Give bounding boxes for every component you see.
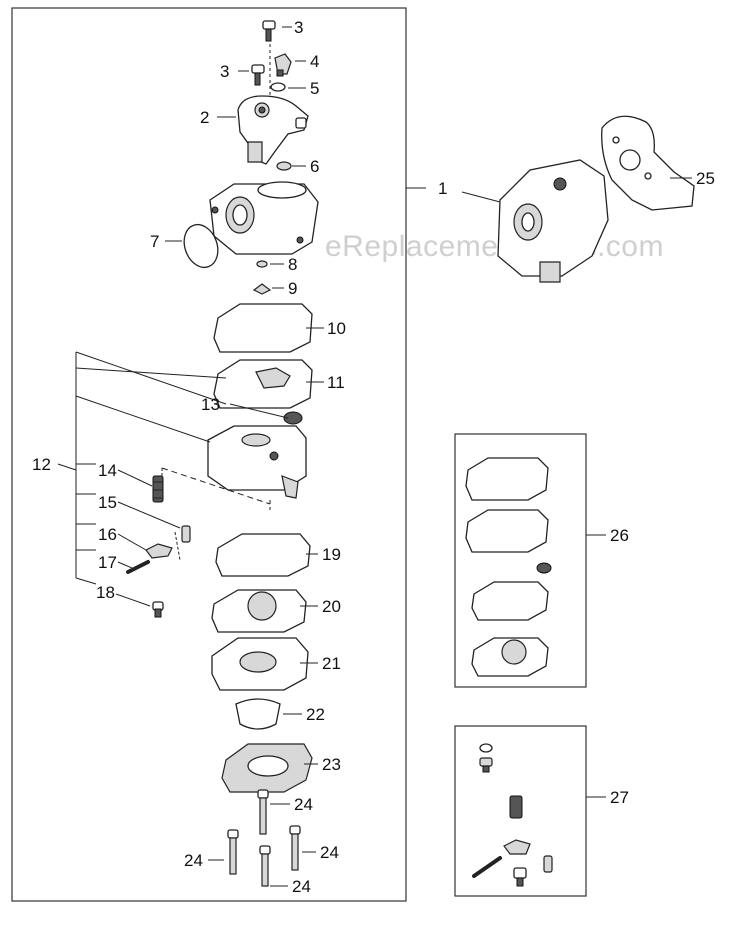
callout-4: 4 [310, 52, 319, 71]
part-cover-2 [237, 95, 309, 165]
part-gasket-19 [215, 533, 311, 577]
callout-19: 19 [322, 545, 341, 564]
callout-7: 7 [150, 232, 159, 251]
part-spring-14 [152, 475, 164, 503]
part-diaphragm-11 [213, 359, 313, 409]
part-clip-6 [276, 161, 292, 171]
part-primer-bulb-22 [235, 698, 281, 730]
callout-3-second: 3 [220, 62, 229, 81]
watermark-text: eReplacementParts.com [325, 230, 664, 263]
callout-10: 10 [327, 319, 346, 338]
callout-1: 1 [438, 179, 447, 198]
part-diaphragm-20 [211, 589, 307, 633]
part-gasket-10 [213, 303, 313, 353]
callout-25: 25 [696, 169, 715, 188]
kit27-spring [509, 795, 523, 819]
part-screw-24-c [289, 825, 301, 871]
part-flange-23 [221, 743, 313, 793]
callout-13: 13 [201, 395, 220, 414]
part-carburetor-body [209, 181, 319, 255]
callout-24-a: 24 [294, 795, 313, 814]
callout-27: 27 [610, 788, 629, 807]
kit26-gasket [465, 457, 549, 501]
callout-3-top: 3 [294, 18, 303, 37]
part-washer-8 [256, 260, 268, 268]
part-needle-15 [181, 525, 191, 543]
callout-21: 21 [322, 654, 341, 673]
part-screw-18 [152, 601, 164, 618]
kit27-pin [472, 856, 502, 878]
part-lever-16 [145, 543, 173, 559]
callout-18: 18 [96, 583, 115, 602]
callout-9: 9 [288, 279, 297, 298]
kit-frame-26 [454, 433, 587, 688]
part-screw-24-d [259, 845, 271, 887]
part-filter-13 [283, 411, 303, 425]
callout-22: 22 [306, 705, 325, 724]
callout-labels: 3 4 3 5 2 6 7 8 9 10 11 13 12 14 15 16 1… [32, 18, 715, 896]
kit27-washer [479, 743, 493, 753]
callout-24-c: 24 [320, 843, 339, 862]
callout-5: 5 [310, 79, 319, 98]
callout-24-b: 24 [184, 851, 203, 870]
part-oring-7 [183, 223, 219, 269]
kit27-screw [513, 867, 527, 887]
part-screw-24-b [227, 829, 239, 875]
part-pump-body-12 [207, 425, 307, 499]
part-screen-9 [252, 283, 272, 295]
kit27-needle [543, 855, 553, 873]
kit26-gasket-2 [471, 581, 549, 621]
part-fitting-4 [274, 53, 292, 77]
kit27-screen [479, 757, 493, 773]
part-carburetor-assembly-1 [497, 159, 609, 283]
callout-14: 14 [98, 461, 117, 480]
callout-16: 16 [98, 525, 117, 544]
part-screw-24-a [257, 789, 269, 835]
callout-11: 11 [327, 373, 345, 392]
part-washer-5 [270, 82, 286, 92]
callout-12: 12 [32, 455, 51, 474]
part-pin-17 [126, 560, 150, 574]
part-cover-21 [211, 637, 309, 691]
part-screw-3-second [251, 64, 265, 86]
kit26-filter [536, 562, 552, 574]
callout-20: 20 [322, 597, 341, 616]
kit-frame-27 [454, 725, 587, 897]
callout-23: 23 [322, 755, 341, 774]
kit27-lever [503, 839, 531, 855]
assembly-frame-1 [11, 7, 407, 902]
callout-24-d: 24 [292, 877, 311, 896]
part-screw-3-top [262, 20, 276, 42]
part-gasket-25 [601, 115, 695, 211]
kit26-metering-diaphragm [471, 637, 549, 677]
callout-15: 15 [98, 493, 117, 512]
callout-8: 8 [288, 255, 297, 274]
leader-lines [57, 26, 692, 887]
callout-26: 26 [610, 526, 629, 545]
kit26-diaphragm [465, 509, 549, 553]
callout-2: 2 [200, 108, 209, 127]
callout-17: 17 [98, 553, 117, 572]
callout-6: 6 [310, 157, 319, 176]
